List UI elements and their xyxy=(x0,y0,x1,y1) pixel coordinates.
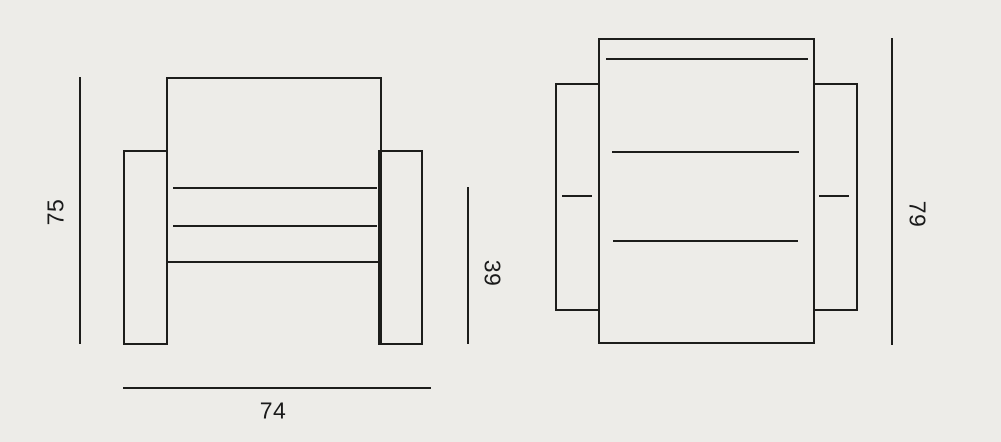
front-height-dimension-label: 75 xyxy=(42,198,69,226)
front-backrest-top-edge xyxy=(166,77,382,79)
top-armrest-left-outline xyxy=(555,83,600,311)
front-cushion-seam-line-2 xyxy=(173,225,377,227)
front-armrest-left-outline xyxy=(123,150,168,345)
top-armrest-left-tick xyxy=(562,195,592,197)
front-seat-height-dimension-line xyxy=(467,187,469,344)
front-cushion-seam-line-1 xyxy=(173,187,377,189)
top-depth-dimension-label: 79 xyxy=(904,200,931,228)
front-body-right-edge xyxy=(380,77,382,345)
top-armrest-right-outline xyxy=(813,83,858,311)
front-seat-bottom-edge xyxy=(166,261,382,263)
top-cushion-seam-line-1 xyxy=(612,151,799,153)
front-width-dimension-label: 74 xyxy=(259,397,287,424)
top-depth-dimension-line xyxy=(891,38,893,345)
front-armrest-right-outline xyxy=(378,150,423,345)
top-backrest-seam-line xyxy=(606,58,808,60)
top-armrest-right-tick xyxy=(819,195,849,197)
front-height-dimension-line xyxy=(79,77,81,344)
top-cushion-seam-line-2 xyxy=(613,240,798,242)
front-width-dimension-line xyxy=(123,387,431,389)
front-seat-height-dimension-label: 39 xyxy=(479,259,506,287)
top-body-outline xyxy=(598,38,815,344)
